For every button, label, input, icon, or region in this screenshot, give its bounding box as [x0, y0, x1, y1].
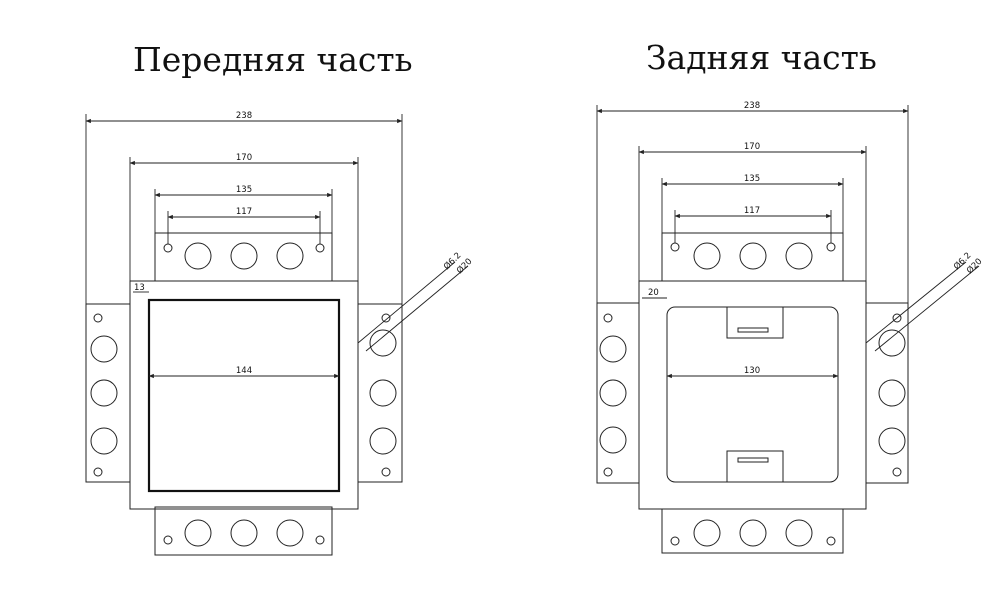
back-left-knockout [599, 426, 627, 454]
back-left-knockout [599, 335, 627, 363]
front-dim-plate: 170 [236, 153, 252, 163]
front-top-small-hole [163, 243, 173, 253]
front-bottom-small-hole [163, 535, 173, 545]
back-top-knockout [785, 242, 813, 270]
back-top-knockout [693, 242, 721, 270]
back-dim-edge-offset: 20 [648, 288, 659, 298]
front-top-knockout [184, 242, 212, 270]
back-left-small-hole [603, 467, 613, 477]
back-bottom-knockout [785, 519, 813, 547]
back-bottom-small-hole [670, 536, 680, 546]
back-right-small-hole [892, 313, 902, 323]
back-top-knockout [739, 242, 767, 270]
front-dim-hole-spacing: 117 [236, 207, 252, 217]
front-opening [147, 298, 341, 493]
front-right-small-hole [381, 313, 391, 323]
back-right-knockout [878, 379, 906, 407]
front-top-knockout [276, 242, 304, 270]
back-bottom-latch-slot [737, 457, 769, 463]
front-right-knockout [369, 329, 397, 357]
front-left-knockout [90, 335, 118, 363]
front-dim-overall: 238 [236, 111, 252, 121]
front-bottom-knockout [184, 519, 212, 547]
front-dim-hole-row: 135 [236, 185, 252, 195]
front-view-title: Передняя часть [133, 40, 413, 79]
front-top-plate [154, 232, 333, 282]
front-top-small-hole [315, 243, 325, 253]
back-dim-overall: 238 [744, 101, 760, 111]
back-bottom-knockout [739, 519, 767, 547]
back-bottom-small-hole [826, 536, 836, 546]
front-left-knockout [90, 427, 118, 455]
front-bottom-knockout [230, 519, 258, 547]
back-dim-hole-row: 135 [744, 174, 760, 184]
back-top-plate [661, 232, 844, 282]
back-left-knockout [599, 379, 627, 407]
back-right-small-hole [892, 467, 902, 477]
back-left-small-hole [603, 313, 613, 323]
front-top-knockout [230, 242, 258, 270]
front-right-knockout [369, 379, 397, 407]
back-opening [666, 306, 839, 483]
back-top-small-hole [826, 242, 836, 252]
back-right-knockout [878, 427, 906, 455]
front-dim-edge-offset: 13 [134, 283, 145, 293]
front-bottom-small-hole [315, 535, 325, 545]
front-left-small-hole [93, 313, 103, 323]
front-bottom-knockout [276, 519, 304, 547]
back-frame [638, 280, 867, 510]
back-dim-opening: 130 [744, 366, 760, 376]
back-dim-hole-spacing: 117 [744, 206, 760, 216]
front-left-knockout [90, 379, 118, 407]
back-bottom-knockout [693, 519, 721, 547]
back-dim-plate: 170 [744, 142, 760, 152]
back-view-title: Задняя часть [646, 38, 877, 77]
front-dim-opening: 144 [236, 366, 252, 376]
back-top-small-hole [670, 242, 680, 252]
front-left-flange [85, 303, 131, 483]
back-left-flange [596, 302, 640, 484]
back-right-flange [865, 302, 909, 484]
front-left-small-hole [93, 467, 103, 477]
back-right-knockout [878, 329, 906, 357]
back-bottom-latch [726, 450, 784, 482]
front-right-knockout [369, 427, 397, 455]
back-top-latch-slot [737, 327, 769, 333]
front-right-small-hole [381, 467, 391, 477]
front-bottom-plate [154, 506, 333, 556]
front-frame [129, 280, 359, 510]
back-view: 238 170 135 117 130 20 Ø6.2 Ø20 [596, 101, 985, 554]
back-top-latch [726, 307, 784, 339]
front-view: 238 170 135 117 144 13 Ø6.2 Ø20 [85, 111, 475, 556]
